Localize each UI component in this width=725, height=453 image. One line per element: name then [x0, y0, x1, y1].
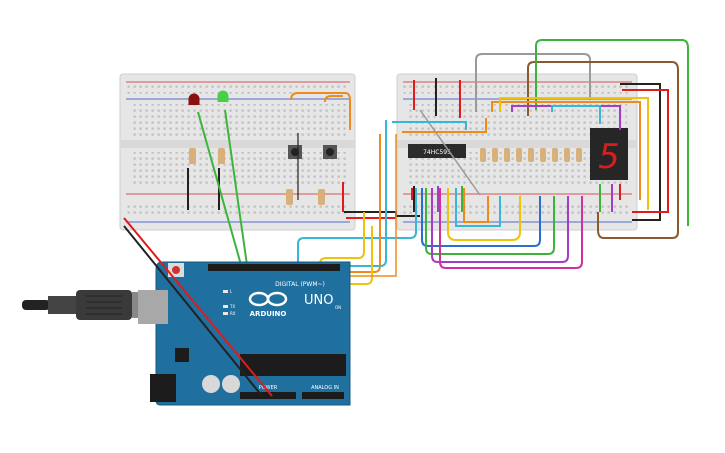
led-l-indicator: [223, 290, 228, 293]
capacitor-1: [202, 375, 220, 393]
on-label: ON: [335, 305, 341, 310]
digital-label: DIGITAL (PWM~): [275, 281, 325, 288]
wires-to-arduino: [297, 120, 583, 285]
wires-left: [187, 92, 351, 273]
atmega-chip: [240, 354, 346, 376]
led-green[interactable]: [217, 90, 229, 103]
arduino-uno-board[interactable]: DIGITAL (PWM~) ARDUINO UNO ON L TX RX PO…: [138, 261, 351, 406]
seven-segment-display[interactable]: 5: [590, 128, 628, 180]
board-model: UNO: [304, 293, 333, 308]
led-l-label: L: [230, 289, 233, 294]
analog-label: ANALOG IN: [311, 385, 339, 391]
resistors-buttons[interactable]: [286, 189, 325, 205]
led-rx-indicator: [223, 312, 228, 315]
resistors-segment[interactable]: [480, 148, 582, 162]
usb-port: [138, 290, 168, 324]
resistors-led[interactable]: [189, 148, 225, 164]
led-red[interactable]: [188, 93, 200, 106]
wires-power: [123, 217, 273, 397]
shift-register-74hc595[interactable]: 74HC595: [408, 144, 466, 158]
svg-text:5: 5: [598, 137, 620, 177]
voltage-regulator: [175, 348, 189, 362]
pushbutton-1[interactable]: [288, 145, 302, 159]
pushbutton-2[interactable]: [323, 145, 337, 159]
breadboard-left: [119, 73, 356, 231]
led-tx-label: TX: [229, 304, 235, 309]
led-rx-label: RX: [230, 311, 236, 316]
capacitor-2: [222, 375, 240, 393]
analog-header[interactable]: [302, 392, 344, 399]
digital-header[interactable]: [208, 264, 340, 271]
arduino-logo-text: ARDUINO: [250, 310, 287, 318]
power-header[interactable]: [240, 392, 296, 399]
power-label: POWER: [259, 385, 278, 391]
led-tx-indicator: [223, 305, 228, 308]
reset-button-cap: [172, 266, 180, 274]
wires-right: [392, 39, 689, 239]
arduino-logo: ARDUINO: [248, 291, 288, 318]
svg-text:74HC595: 74HC595: [423, 149, 451, 156]
power-jack: [150, 374, 176, 402]
